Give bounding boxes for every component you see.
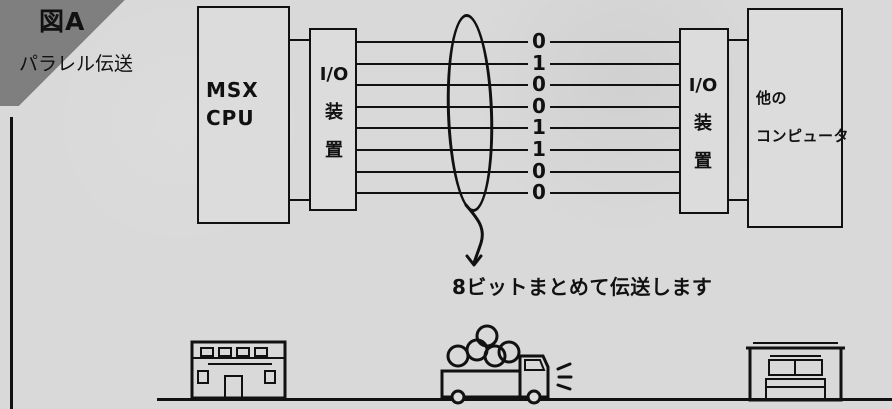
msx-cpu-label-line-2: CPU [206,106,255,130]
figure-corner-shade [0,0,165,106]
bit-line-left [357,149,528,151]
bit-line-right [550,127,679,129]
right-top-connector [729,39,747,41]
bit-line-right [550,84,679,86]
bit-line-left [357,84,528,86]
left-io-device-box [309,28,357,211]
figure-title: 図A [39,7,86,36]
bit-bundle-loop [443,13,497,213]
other-computer-label-line-2: コンピュータ [756,127,850,145]
bit-value: 0 [532,29,546,53]
msx-cpu-box [197,6,290,224]
curved-arrow-icon [464,203,484,267]
msx-cpu-label-line-1: MSX [206,78,259,102]
bit-value: 0 [532,159,546,183]
bit-line-left [357,106,528,108]
transfer-caption: 8ビットまとめて伝送します [452,275,713,299]
ground-line [157,398,892,401]
store-building-icon [746,342,845,402]
bit-line-right [550,63,679,65]
bit-line-right [550,171,679,173]
bit-value: 0 [532,72,546,96]
right-io-device-box [679,28,729,214]
right-io-device-label: I/O 装 置 [688,75,718,172]
left-io-device-label: I/O 装 置 [319,64,349,161]
figure-subtitle: パラレル伝送 [19,53,134,75]
bit-value: 1 [532,51,546,75]
bit-line-left [357,41,528,43]
bit-line-left [357,127,528,129]
right-bottom-connector [729,199,747,201]
bit-line-right [550,149,679,151]
left-vertical-rule [10,117,13,409]
bit-line-left [357,171,528,173]
delivery-truck-icon [440,324,573,405]
bit-line-left [357,63,528,65]
bit-line-right [550,41,679,43]
bit-line-right [550,106,679,108]
bit-line-right [550,192,679,194]
other-computer-label: 他の コンピュータ [756,79,849,155]
bit-value: 0 [532,180,546,204]
bit-value: 0 [532,94,546,118]
msx-cpu-label: MSX CPU [206,76,259,132]
bit-value: 1 [532,115,546,139]
office-building-icon [190,340,287,400]
other-computer-label-line-1: 他の [756,89,788,107]
cpu-bottom-connector [290,199,309,201]
cpu-top-connector [290,39,309,41]
bit-line-left [357,192,528,194]
other-computer-box [747,8,843,228]
bit-value: 1 [532,137,546,161]
